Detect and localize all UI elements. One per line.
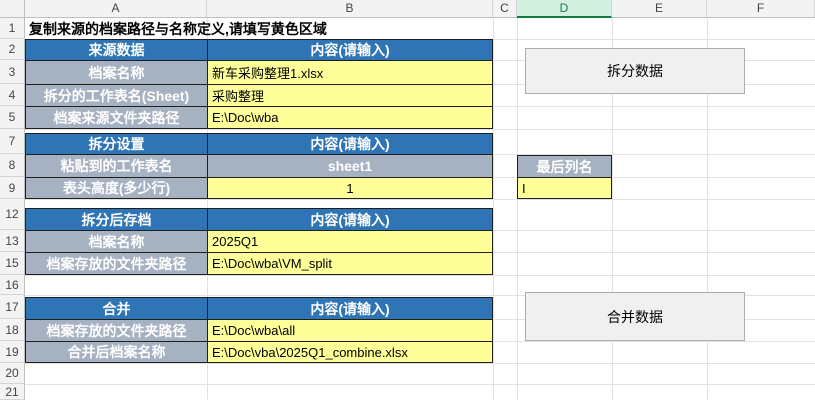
source-content-header[interactable]: 内容(请输入): [207, 39, 493, 61]
row-header[interactable]: 17: [0, 295, 25, 319]
column-header-d[interactable]: D: [517, 0, 612, 18]
save-file-name-label[interactable]: 档案名称: [25, 230, 208, 253]
last-column-label[interactable]: 最后列名: [517, 155, 612, 178]
gridline: [707, 18, 708, 400]
source-sheet-input[interactable]: 采购整理: [207, 84, 493, 107]
split-data-button[interactable]: 拆分数据: [525, 48, 745, 94]
column-header-a[interactable]: A: [25, 0, 207, 18]
row-header[interactable]: 13: [0, 230, 25, 252]
split-content-header[interactable]: 内容(请输入): [207, 133, 493, 155]
gridline: [25, 295, 815, 296]
source-folder-input[interactable]: E:\Doc\wba: [207, 106, 493, 129]
gridline: [517, 18, 518, 400]
row-header[interactable]: 20: [0, 363, 25, 384]
merge-name-input[interactable]: E:\Doc\vba\2025Q1_combine.xlsx: [207, 341, 493, 363]
save-content-header[interactable]: 内容(请输入): [207, 208, 493, 231]
row-header[interactable]: 16: [0, 275, 25, 295]
gridline: [493, 18, 494, 400]
merge-header[interactable]: 合并: [25, 297, 208, 320]
source-header[interactable]: 来源数据: [25, 39, 208, 61]
row-header[interactable]: 4: [0, 84, 25, 106]
header-rows-input[interactable]: 1: [207, 177, 493, 199]
gridline: [25, 129, 815, 130]
row-header[interactable]: 15: [0, 252, 25, 275]
column-header-b[interactable]: B: [207, 0, 493, 18]
column-header-e[interactable]: E: [612, 0, 707, 18]
gridline: [25, 199, 815, 200]
paste-sheet-value[interactable]: sheet1: [207, 154, 493, 178]
row-header[interactable]: 2: [0, 39, 25, 60]
paste-sheet-label[interactable]: 粘贴到的工作表名: [25, 154, 208, 178]
merge-folder-input[interactable]: E:\Doc\wba\all: [207, 319, 493, 342]
source-file-name-input[interactable]: 新车采购整理1.xlsx: [207, 60, 493, 85]
column-header-f[interactable]: F: [707, 0, 815, 18]
source-sheet-label[interactable]: 拆分的工作表名(Sheet): [25, 84, 208, 107]
save-file-name-input[interactable]: 2025Q1: [207, 230, 493, 253]
gridline: [25, 384, 815, 385]
row-header[interactable]: 7: [0, 129, 25, 154]
row-header[interactable]: 3: [0, 60, 25, 84]
row-header[interactable]: 21: [0, 384, 25, 400]
save-folder-label[interactable]: 档案存放的文件夹路径: [25, 252, 208, 275]
merge-name-label[interactable]: 合并后档案名称: [25, 341, 208, 363]
row-header[interactable]: 1: [0, 18, 25, 39]
column-header-c[interactable]: C: [493, 0, 517, 18]
row-header[interactable]: 19: [0, 341, 25, 363]
row-header[interactable]: 9: [0, 177, 25, 199]
row-header[interactable]: 18: [0, 319, 25, 341]
row-header[interactable]: 12: [0, 199, 25, 230]
save-folder-input[interactable]: E:\Doc\wba\VM_split: [207, 252, 493, 275]
gridline: [25, 363, 815, 364]
gridline: [25, 275, 815, 276]
source-folder-label[interactable]: 档案来源文件夹路径: [25, 106, 208, 129]
source-file-name-label[interactable]: 档案名称: [25, 60, 208, 85]
split-header[interactable]: 拆分设置: [25, 133, 208, 155]
row-header[interactable]: 8: [0, 154, 25, 177]
sheet-title[interactable]: 复制来源的档案路径与名称定义,请填写黄色区域: [29, 20, 327, 37]
merge-content-header[interactable]: 内容(请输入): [207, 297, 493, 320]
gridline: [612, 18, 613, 400]
merge-folder-label[interactable]: 档案存放的文件夹路径: [25, 319, 208, 342]
save-header[interactable]: 拆分后存档: [25, 208, 208, 231]
last-column-input[interactable]: I: [517, 177, 612, 199]
merge-data-button[interactable]: 合并数据: [525, 292, 745, 341]
select-all-corner[interactable]: [0, 0, 25, 18]
row-header[interactable]: 5: [0, 106, 25, 129]
header-rows-label[interactable]: 表头高度(多少行): [25, 177, 208, 199]
